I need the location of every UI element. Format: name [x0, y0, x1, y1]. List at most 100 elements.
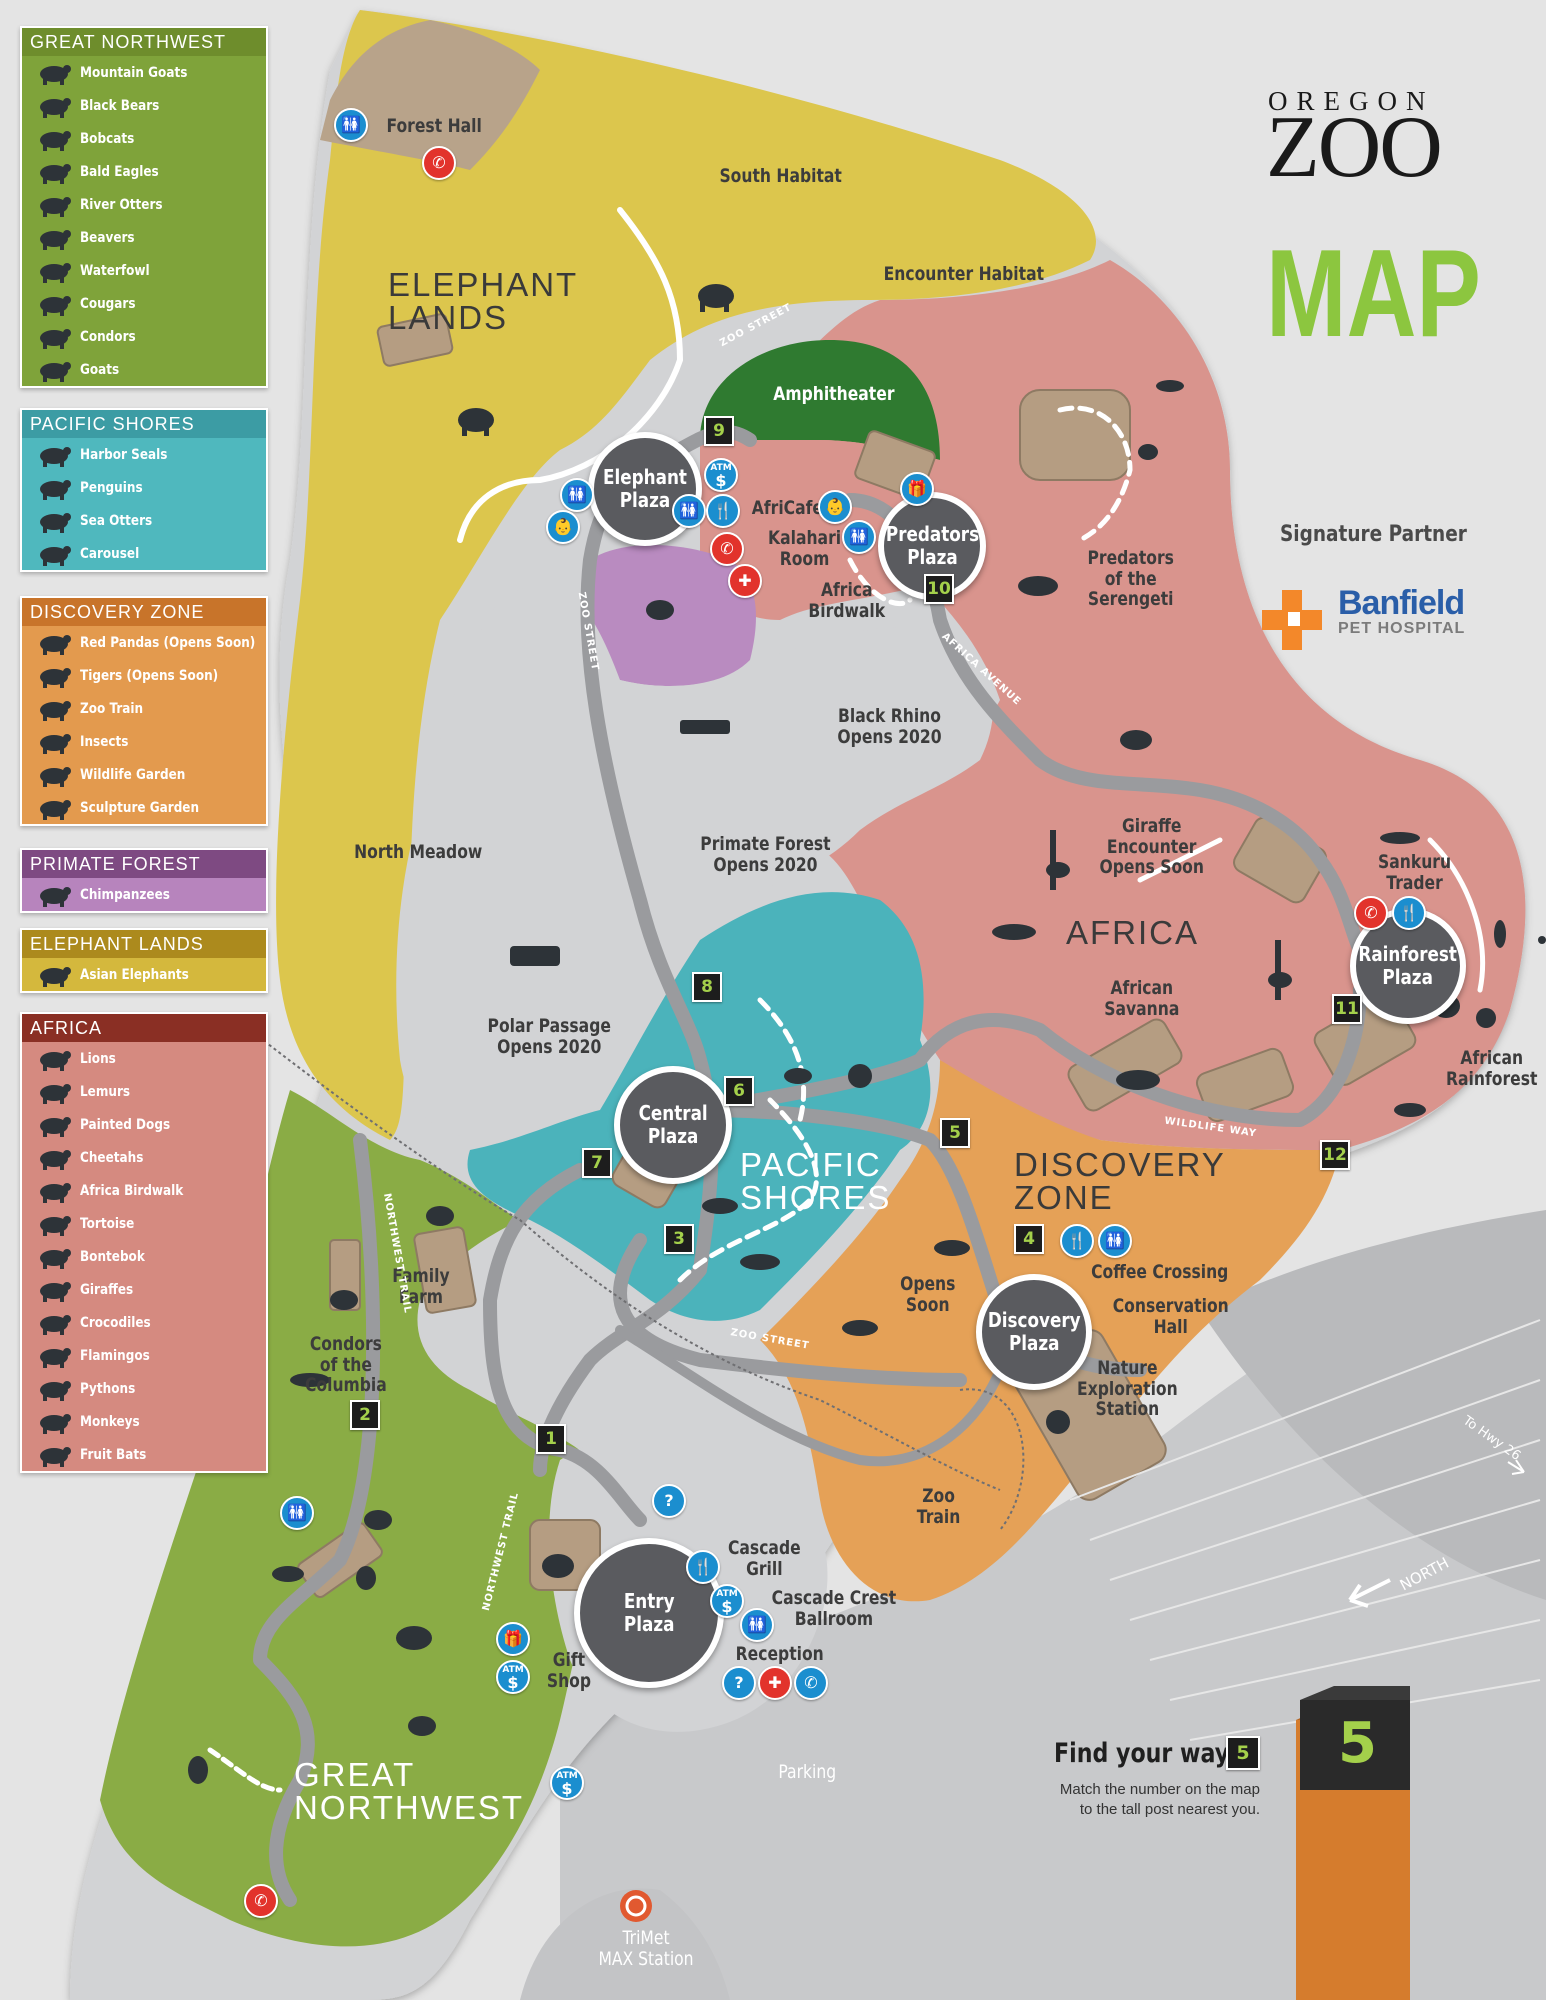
post-5[interactable]: 5	[940, 1118, 970, 1148]
tall-post-graphic	[1296, 1686, 1410, 2000]
dining-icon[interactable]: 🍴	[1392, 896, 1426, 930]
nursing-room-icon[interactable]: 👶	[546, 510, 580, 544]
dining-icon[interactable]: 🍴	[706, 494, 740, 528]
legend-item[interactable]: Black Bears	[22, 89, 266, 122]
restroom-icon[interactable]: 🚻	[672, 494, 706, 528]
legend-item[interactable]: Fruit Bats	[22, 1438, 266, 1471]
bontebok-icon	[34, 1244, 74, 1270]
plaza-central[interactable]: Central Plaza	[614, 1066, 732, 1184]
post-10[interactable]: 10	[924, 574, 954, 604]
label-cascade-crest: Cascade Crest Ballroom	[771, 1587, 897, 1630]
first-aid-icon[interactable]: ✚	[758, 1666, 792, 1700]
partner-sub: PET HOSPITAL	[1338, 620, 1466, 637]
legend-item[interactable]: Giraffes	[22, 1273, 266, 1306]
info-icon[interactable]: ?	[722, 1666, 756, 1700]
post-8[interactable]: 8	[692, 972, 722, 1002]
restroom-icon[interactable]: 🚻	[740, 1608, 774, 1642]
restroom-icon[interactable]: 🚻	[280, 1496, 314, 1530]
train-loop	[959, 1388, 1025, 1531]
legend-item[interactable]: Red Pandas (Opens Soon)	[22, 626, 266, 659]
legend-item[interactable]: Beavers	[22, 221, 266, 254]
legend-item[interactable]: Crocodiles	[22, 1306, 266, 1339]
atm-icon[interactable]: ATM$	[550, 1766, 584, 1800]
first-aid-icon[interactable]: ✚	[728, 564, 762, 598]
legend-item[interactable]: Lions	[22, 1042, 266, 1075]
plaza-discovery[interactable]: Discovery Plaza	[976, 1274, 1092, 1390]
legend-item[interactable]: Condors	[22, 320, 266, 353]
post-7[interactable]: 7	[582, 1148, 612, 1178]
post-6[interactable]: 6	[724, 1076, 754, 1106]
legend-item[interactable]: Penguins	[22, 471, 266, 504]
post-3[interactable]: 3	[664, 1224, 694, 1254]
nursing-room-icon[interactable]: 👶	[818, 490, 852, 524]
legend-item[interactable]: River Otters	[22, 188, 266, 221]
hwy-arrow	[1507, 1459, 1525, 1475]
atm-icon[interactable]: ATM$	[496, 1660, 530, 1694]
legend-item[interactable]: Africa Birdwalk	[22, 1174, 266, 1207]
phone-icon[interactable]: ✆	[244, 1884, 278, 1918]
restroom-icon[interactable]: 🚻	[334, 108, 368, 142]
legend-item[interactable]: Lemurs	[22, 1075, 266, 1108]
legend-item-label: Goats	[80, 361, 120, 378]
legend-item[interactable]: Chimpanzees	[22, 878, 266, 911]
legend-item[interactable]: Flamingos	[22, 1339, 266, 1372]
bat-icon	[34, 1442, 74, 1468]
legend-item-label: Waterfowl	[80, 262, 150, 279]
legend-item[interactable]: Bobcats	[22, 122, 266, 155]
legend-item[interactable]: Bontebok	[22, 1240, 266, 1273]
legend-item[interactable]: Bald Eagles	[22, 155, 266, 188]
legend-item[interactable]: Zoo Train	[22, 692, 266, 725]
red-panda-icon	[34, 630, 74, 656]
post-9[interactable]: 9	[704, 416, 734, 446]
gift-shop-icon[interactable]: 🎁	[496, 1622, 530, 1656]
phone-icon[interactable]: ✆	[710, 532, 744, 566]
legend-item[interactable]: Mountain Goats	[22, 56, 266, 89]
post-11[interactable]: 11	[1332, 994, 1362, 1024]
legend-item[interactable]: Pythons	[22, 1372, 266, 1405]
legend-item[interactable]: Asian Elephants	[22, 958, 266, 991]
goat-icon	[34, 357, 74, 383]
legend-item[interactable]: Sculpture Garden	[22, 791, 266, 824]
legend-item[interactable]: Harbor Seals	[22, 438, 266, 471]
dining-icon[interactable]: 🍴	[1060, 1224, 1094, 1258]
legend-item[interactable]: Insects	[22, 725, 266, 758]
zone-elephant-lands: ELEPHANT LANDS	[388, 266, 579, 336]
legend-item[interactable]: Monkeys	[22, 1405, 266, 1438]
legend-item[interactable]: Tigers (Opens Soon)	[22, 659, 266, 692]
atm-icon[interactable]: ATM$	[710, 1584, 744, 1618]
legend-item[interactable]: Carousel	[22, 537, 266, 570]
legend-item[interactable]: Sea Otters	[22, 504, 266, 537]
legend-item-label: Bontebok	[80, 1248, 145, 1265]
legend-item[interactable]: Goats	[22, 353, 266, 386]
gift-shop-icon[interactable]: 🎁	[900, 472, 934, 506]
dining-icon[interactable]: 🍴	[686, 1550, 720, 1584]
label-forest-hall: Forest Hall	[386, 115, 482, 137]
phone-icon[interactable]: ✆	[794, 1666, 828, 1700]
post-1[interactable]: 1	[536, 1424, 566, 1454]
post-4[interactable]: 4	[1014, 1224, 1044, 1254]
restroom-icon[interactable]: 🚻	[842, 520, 876, 554]
north-arrow	[1348, 1578, 1391, 1608]
post-2[interactable]: 2	[350, 1400, 380, 1430]
restroom-icon[interactable]: 🚻	[1098, 1224, 1132, 1258]
legend-item[interactable]: Tortoise	[22, 1207, 266, 1240]
phone-icon[interactable]: ✆	[1354, 896, 1388, 930]
label-coffee-crossing: Coffee Crossing	[1091, 1261, 1229, 1283]
legend-item[interactable]: Waterfowl	[22, 254, 266, 287]
phone-icon[interactable]: ✆	[422, 146, 456, 180]
legend-item[interactable]: Painted Dogs	[22, 1108, 266, 1141]
legend-item-label: Sculpture Garden	[80, 799, 200, 816]
legend-item[interactable]: Cougars	[22, 287, 266, 320]
seal-icon	[34, 442, 74, 468]
legend-item[interactable]: Wildlife Garden	[22, 758, 266, 791]
plaza-elephant[interactable]: Elephant Plaza	[588, 432, 702, 546]
legend-item[interactable]: Cheetahs	[22, 1141, 266, 1174]
legend-heading: DISCOVERY ZONE	[22, 598, 266, 626]
legend-item-label: River Otters	[80, 196, 163, 213]
restroom-icon[interactable]: 🚻	[560, 478, 594, 512]
legend-item-label: Mountain Goats	[80, 64, 188, 81]
info-icon[interactable]: ?	[652, 1484, 686, 1518]
post-12[interactable]: 12	[1320, 1140, 1350, 1170]
atm-icon[interactable]: ATM$	[704, 458, 738, 492]
